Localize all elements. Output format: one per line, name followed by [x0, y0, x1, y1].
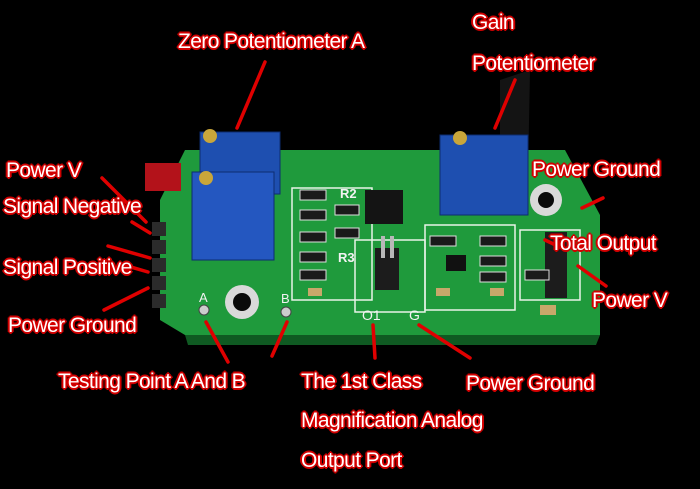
label-power-ground-left: Power Ground — [8, 314, 137, 337]
test-point-b — [280, 306, 292, 318]
pointer-lines — [100, 60, 608, 364]
gain-potentiometer — [439, 134, 529, 216]
gain-pot-screw — [453, 131, 467, 145]
pointer-gain-pot — [493, 78, 517, 130]
output-header-pins — [375, 248, 399, 290]
label-power-v-right: Power V — [592, 289, 668, 312]
left-header — [152, 222, 166, 308]
label-power-v-left: Power V — [6, 159, 82, 182]
silk-r3: R3 — [338, 250, 355, 265]
label-total-output: Total Output — [550, 232, 657, 255]
label-magnification-analog: Magnification Analog — [301, 409, 483, 432]
red-jumper — [145, 163, 181, 191]
smd-resistors-right — [429, 235, 550, 283]
mounting-hole-right-inner — [538, 192, 554, 208]
silk-pin-a: A — [199, 290, 208, 305]
pointer-power-ground-left — [102, 286, 150, 312]
label-zero-potentiometer: Zero Potentiometer A — [178, 30, 365, 53]
zero-pot-screw-bottom — [199, 171, 213, 185]
smd-resistors-left — [299, 189, 360, 281]
silk-pin-o1: O1 — [362, 307, 381, 323]
pointer-total-output — [543, 238, 564, 250]
pointer-power-v-right — [576, 264, 608, 288]
label-gain-potentiometer: Potentiometer — [472, 52, 596, 75]
pointer-signal-negative — [130, 220, 152, 235]
label-testing-point: Testing Point A And B — [58, 370, 246, 393]
ic-chip — [365, 190, 403, 224]
label-power-ground-bottom: Power Ground — [466, 372, 595, 395]
pointer-testing-a — [204, 320, 230, 364]
output-header-pin-o1 — [381, 236, 385, 258]
zero-pot-screw-top — [203, 129, 217, 143]
test-point-a — [198, 304, 210, 316]
label-first-class: The 1st Class — [301, 370, 422, 393]
pointer-power-v-left — [100, 176, 148, 224]
smd-capacitors — [308, 288, 556, 315]
pcb-edge — [185, 335, 600, 345]
pointer-zero-pot — [235, 60, 267, 130]
silkscreen-box-left — [291, 187, 373, 301]
pointer-o1 — [371, 323, 377, 360]
silk-r2: R2 — [340, 186, 357, 201]
pointer-signal-positive — [106, 244, 152, 260]
silk-pin-g: G — [409, 307, 420, 323]
silk-pin-b: B — [281, 291, 290, 306]
zero-potentiometer-lower — [191, 171, 275, 261]
mounting-hole-left-inner — [233, 293, 251, 311]
silkscreen-box-total — [519, 229, 581, 301]
label-signal-negative: Signal Negative — [3, 195, 142, 218]
label-power-ground-right: Power Ground — [532, 158, 661, 181]
pointer-testing-b — [270, 320, 289, 358]
output-header-pin-g — [390, 236, 394, 258]
label-signal-positive: Signal Positive — [3, 256, 132, 279]
silkscreen-box-right — [424, 224, 516, 311]
transistor — [446, 255, 466, 271]
label-gain: Gain — [472, 11, 515, 34]
pointer-g — [417, 323, 472, 360]
pointer-signal-positive-2 — [122, 263, 150, 274]
pointer-power-ground-right — [580, 196, 605, 210]
label-output-port: Output Port — [301, 449, 402, 472]
